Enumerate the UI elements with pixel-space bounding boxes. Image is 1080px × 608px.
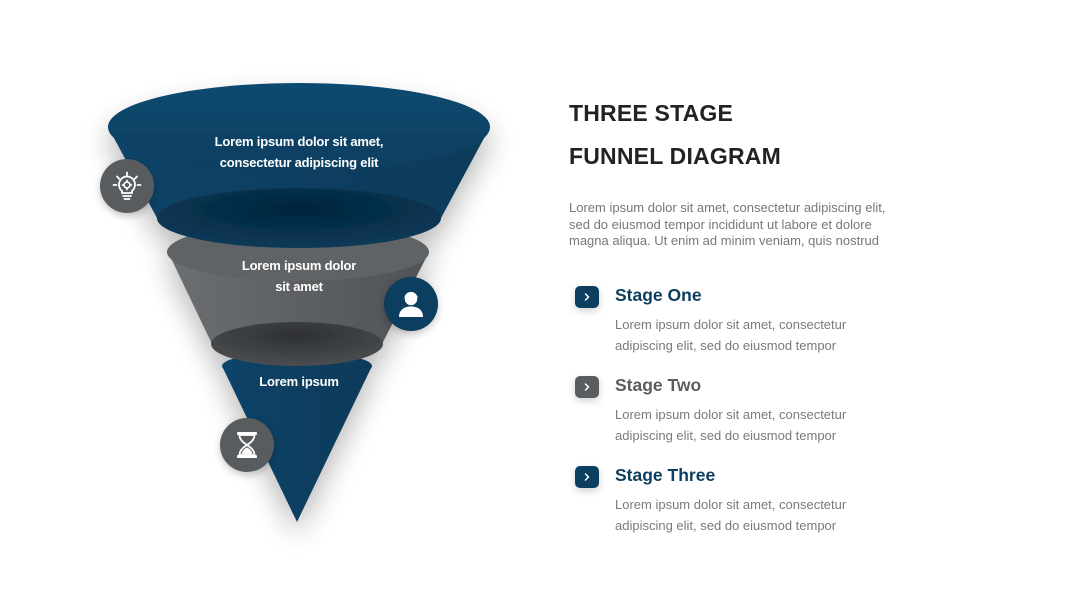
chevron-right-icon: [575, 376, 599, 398]
funnel-segment-1-rim: [108, 83, 490, 171]
hourglass-icon-badge: [220, 418, 274, 472]
segment-1-line-1: Lorem ipsum dolor sit amet,: [214, 134, 384, 149]
segment-3-line-1: Lorem ipsum: [259, 374, 339, 389]
hourglass-icon: [237, 432, 257, 458]
user-icon-badge: [384, 277, 438, 331]
stage-one-description: Lorem ipsum dolor sit amet, consectetur …: [615, 314, 885, 356]
stage-two-line-1: Lorem ipsum dolor sit amet, consectetur: [615, 407, 847, 422]
stage-one-line-2: adipiscing elit, sed do eiusmod tempor: [615, 338, 837, 353]
stage-one-title: Stage One: [615, 285, 702, 305]
stage-two-title: Stage Two: [615, 375, 702, 395]
funnel-segment-2-inner: [211, 322, 383, 366]
stage-one-line-1: Lorem ipsum dolor sit amet, consectetur: [615, 317, 847, 332]
stage-three-line-2: adipiscing elit, sed do eiusmod tempor: [615, 518, 837, 533]
segment-2-line-2: sit amet: [275, 279, 323, 294]
segment-2-line-1: Lorem ipsum dolor: [241, 258, 357, 273]
lightbulb-icon-badge: [100, 159, 154, 213]
user-icon: [399, 291, 423, 317]
stage-three-description: Lorem ipsum dolor sit amet, consectetur …: [615, 494, 885, 536]
segment-2-text: Lorem ipsum dolor sit amet: [219, 255, 379, 297]
funnel-diagram: [108, 83, 490, 522]
intro-text: Lorem ipsum dolor sit amet, consectetur …: [569, 200, 886, 248]
funnel-segment-1-inner: [157, 188, 441, 248]
lightbulb-icon: [112, 171, 142, 200]
chevron-right-icon: [575, 466, 599, 488]
funnel-segment-3: [222, 366, 372, 522]
chevron-right-icon: [575, 286, 599, 308]
segment-3-text: Lorem ipsum: [234, 371, 364, 392]
segment-1-text: Lorem ipsum dolor sit amet, consectetur …: [199, 131, 399, 173]
page-title-line-1: THREE STAGE: [569, 100, 734, 126]
page-title-line-2: FUNNEL DIAGRAM: [569, 143, 781, 169]
stage-two-description: Lorem ipsum dolor sit amet, consectetur …: [615, 404, 885, 446]
stage-two-line-2: adipiscing elit, sed do eiusmod tempor: [615, 428, 837, 443]
segment-1-line-2: consectetur adipiscing elit: [219, 155, 379, 170]
stage-three-title: Stage Three: [615, 465, 716, 485]
stage-three-line-1: Lorem ipsum dolor sit amet, consectetur: [615, 497, 847, 512]
